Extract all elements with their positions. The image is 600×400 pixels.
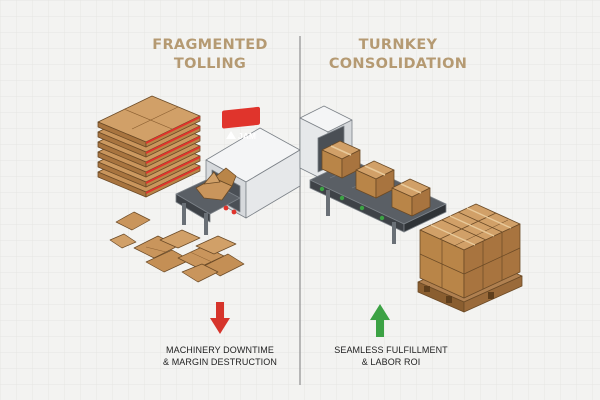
right-caption-line-1: SEAMLESS FULFILLMENT bbox=[334, 345, 448, 355]
right-caption-line-2: & LABOR ROI bbox=[361, 357, 421, 367]
left-caption: MACHINERY DOWNTIME & MARGIN DESTRUCTION bbox=[130, 344, 310, 368]
palletized-boxes bbox=[417, 203, 523, 313]
flat-cardboard-stack bbox=[97, 95, 201, 198]
down-arrow-icon bbox=[210, 302, 230, 334]
left-heading-line-1: FRAGMENTED bbox=[152, 37, 268, 53]
left-caption-line-2: & MARGIN DESTRUCTION bbox=[162, 357, 277, 367]
right-caption: SEAMLESS FULFILLMENT & LABOR ROI bbox=[301, 344, 481, 368]
right-heading-line-1: TURNKEY bbox=[358, 37, 438, 53]
left-heading-line-2: TOLLING bbox=[173, 56, 247, 72]
right-heading: TURNKEY CONSOLIDATION bbox=[298, 36, 498, 74]
left-heading: FRAGMENTED TOLLING bbox=[110, 36, 310, 74]
left-caption-line-1: MACHINERY DOWNTIME bbox=[166, 345, 274, 355]
right-heading-line-2: CONSOLIDATION bbox=[328, 56, 468, 72]
up-arrow-icon bbox=[370, 304, 390, 337]
jammed-machine bbox=[175, 127, 301, 235]
conveyor-boxes bbox=[321, 140, 431, 217]
jam-alert-badge: JAM bbox=[222, 106, 260, 141]
jam-label: JAM bbox=[238, 131, 256, 141]
scattered-cardboard-pieces bbox=[109, 211, 245, 283]
